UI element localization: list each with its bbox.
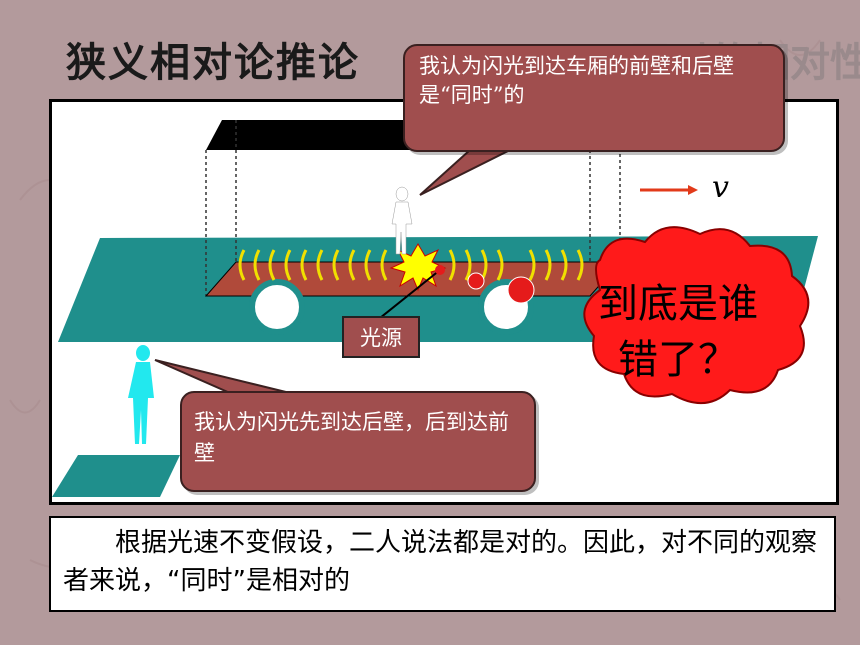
- ground-observer: [128, 345, 154, 444]
- ground-observer-bubble: 我认为闪光先到达后壁，后到达前壁: [180, 391, 536, 492]
- light-waves: [238, 249, 584, 281]
- source-pointer: [379, 269, 441, 319]
- bubble-ground-tail: [154, 359, 291, 394]
- velocity-arrow: [640, 185, 698, 195]
- train-observer-bubble: 我认为闪光到达车厢的前壁和后壁是“同时”的: [403, 44, 785, 152]
- flash-burst: [389, 243, 447, 292]
- photon-3: [507, 276, 535, 304]
- conclusion-box: 根据光速不变假设，二人说法都是对的。因此，对不同的观察者来说，“同时”是相对的: [49, 516, 836, 612]
- bubble-train-tail: [419, 149, 511, 196]
- velocity-label: v: [712, 170, 729, 205]
- train-observer: [391, 186, 413, 255]
- cloud-question: 到底是谁错了？: [598, 281, 758, 383]
- platform-left: [52, 455, 180, 497]
- thought-cloud: [583, 226, 810, 405]
- conclusion-text: 根据光速不变假设，二人说法都是对的。因此，对不同的观察者来说，“同时”是相对的: [63, 528, 818, 596]
- slide-title: 狭义相对论推论: [66, 40, 360, 86]
- photon-1: [435, 265, 445, 275]
- photon-2: [467, 272, 485, 290]
- wheel-rear: [249, 279, 305, 335]
- light-source-label: 光源: [342, 316, 420, 358]
